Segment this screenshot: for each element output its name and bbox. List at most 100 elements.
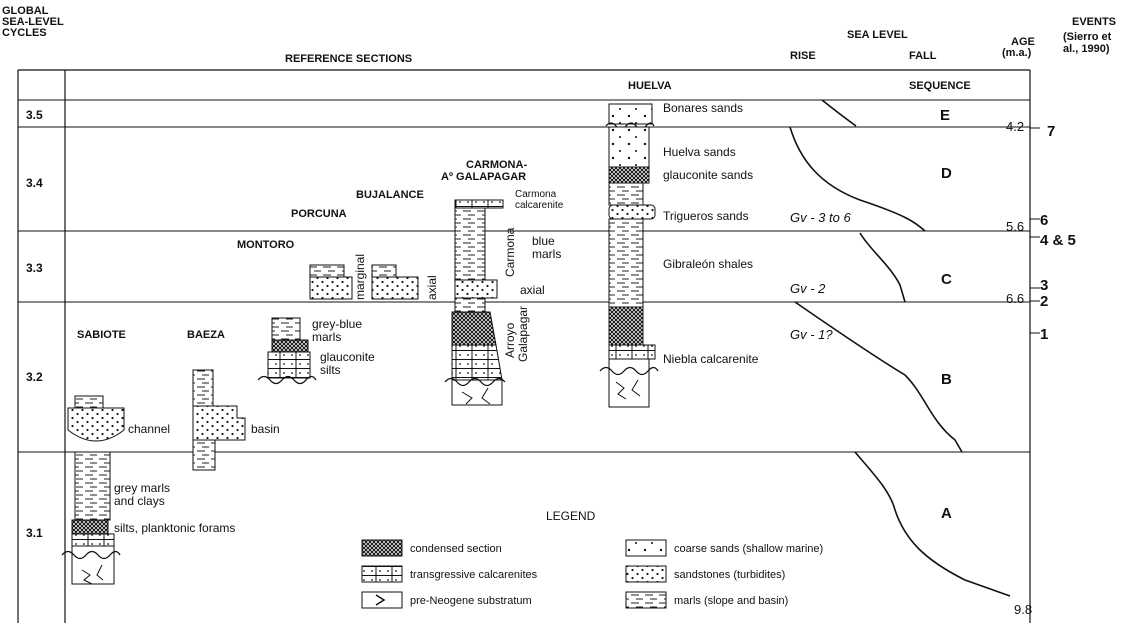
events <box>1030 127 1040 334</box>
sequence-letters: E D C B A <box>940 107 952 522</box>
header-sea-level: SEA LEVEL <box>847 29 908 41</box>
legend-item-condensed: condensed section <box>410 543 502 555</box>
label-arroyo: Arroyo <box>503 322 517 358</box>
sea-level-curve-lower <box>854 451 1011 597</box>
section-baeza: BAEZA <box>187 329 225 341</box>
column-huelva <box>599 103 659 408</box>
label-carmona-calc-1: Carmona <box>515 189 557 200</box>
column-baeza <box>192 369 246 471</box>
section-carmona-2: Aº GALAPAGAR <box>441 171 526 183</box>
event-2: 2 <box>1040 293 1048 310</box>
cycle-3-4: 3.4 <box>26 176 43 190</box>
column-bujalance <box>371 264 419 300</box>
label-basin: basin <box>251 422 280 436</box>
cycle-3-2: 3.2 <box>26 370 43 384</box>
gv-1: Gv - 1? <box>790 327 833 342</box>
header-rise: RISE <box>790 50 816 62</box>
header-fall: FALL <box>909 50 937 62</box>
column-carmona <box>444 199 506 406</box>
cycle-labels: 3.5 3.4 3.3 3.2 3.1 <box>26 108 43 540</box>
label-marginal: marginal <box>353 254 367 300</box>
legend-swatch-coarse-sands <box>625 539 667 557</box>
section-montoro: MONTORO <box>237 239 295 251</box>
legend-swatch-substratum <box>361 591 403 609</box>
label-channel: channel <box>128 422 170 436</box>
label-huelva-sands: Huelva sands <box>663 145 736 159</box>
legend-swatch-marls <box>625 591 667 609</box>
label-grey-blue-1: grey-blue <box>312 317 362 331</box>
event-7: 7 <box>1047 123 1055 140</box>
legend-item-marls: marls (slope and basin) <box>674 595 788 607</box>
event-3: 3 <box>1040 277 1048 294</box>
section-carmona-1: CARMONA- <box>466 159 527 171</box>
age-5-6: 5.6 <box>1006 219 1024 234</box>
sequence-c: C <box>941 271 952 288</box>
column-porcuna <box>309 264 353 300</box>
age-9-8: 9.8 <box>1014 602 1032 617</box>
gv-2: Gv - 2 <box>790 281 826 296</box>
section-names: SABIOTE BAEZA MONTORO PORCUNA BUJALANCE … <box>77 159 527 341</box>
sequence-d: D <box>941 165 952 182</box>
header-huelva: HUELVA <box>628 80 672 92</box>
section-porcuna: PORCUNA <box>291 208 347 220</box>
header: GLOBAL SEA-LEVEL CYCLES REFERENCE SECTIO… <box>2 5 1116 92</box>
event-4-5: 4 & 5 <box>1040 232 1076 249</box>
label-blue-marls-2: marls <box>532 247 561 261</box>
header-global-line2: SEA-LEVEL <box>2 16 64 28</box>
age-6-6: 6.6 <box>1006 291 1024 306</box>
cycle-3-3: 3.3 <box>26 261 43 275</box>
legend-swatch-condensed <box>361 539 403 557</box>
section-bujalance: BUJALANCE <box>356 189 424 201</box>
column-sabiote <box>61 395 125 585</box>
ages: 4.2 5.6 6.6 9.8 <box>1006 119 1032 617</box>
sea-level-curve-upper <box>789 99 963 453</box>
header-global-line3: CYCLES <box>2 27 47 39</box>
label-grey-marls-1: grey marls <box>114 481 170 495</box>
header-events-ref2: al., 1990) <box>1063 43 1110 55</box>
cycle-3-5: 3.5 <box>26 108 43 122</box>
label-glauconite-silts-1: glauconite <box>320 350 375 364</box>
label-grey-blue-2: marls <box>312 330 341 344</box>
section-sabiote: SABIOTE <box>77 329 126 341</box>
label-bonares: Bonares sands <box>663 101 743 115</box>
sequence-a: A <box>941 505 952 522</box>
header-events: EVENTS <box>1072 16 1116 28</box>
age-4-2: 4.2 <box>1006 119 1024 134</box>
label-glauconite-sands: glauconite sands <box>663 168 753 182</box>
legend-swatch-calcarenites <box>361 565 403 583</box>
legend-title: LEGEND <box>546 509 596 523</box>
gv-3-to-6: Gv - 3 to 6 <box>790 210 851 225</box>
event-labels: 7 6 4 & 5 3 2 1 <box>1040 123 1076 343</box>
header-reference-sections: REFERENCE SECTIONS <box>285 53 412 65</box>
label-grey-marls-2: and clays <box>114 494 165 508</box>
legend: LEGEND condensed section transgressive c… <box>361 509 823 609</box>
label-carmona-calc-2: calcarenite <box>515 200 564 211</box>
label-blue-marls-1: blue <box>532 234 555 248</box>
event-1: 1 <box>1040 326 1048 343</box>
label-carmona-vertical: Carmona <box>503 227 517 277</box>
header-age: AGE <box>1011 36 1035 48</box>
cycle-3-1: 3.1 <box>26 526 43 540</box>
header-events-ref1: (Sierro et <box>1063 31 1112 43</box>
legend-item-substratum: pre-Neogene substratum <box>410 595 532 607</box>
label-gibraleon: Gibraleón shales <box>663 257 753 271</box>
sequence-e: E <box>940 107 950 124</box>
sequence-b: B <box>941 371 952 388</box>
label-galapagar: Galapagar <box>516 306 530 362</box>
lithology-labels: channel basin grey marls and clays silts… <box>114 101 759 535</box>
label-niebla: Niebla calcarenite <box>663 352 759 366</box>
legend-swatch-sandstones <box>625 565 667 583</box>
label-trigueros: Trigueros sands <box>663 209 749 223</box>
label-axial-vertical: axial <box>425 275 439 300</box>
legend-item-sandstones: sandstones (turbidites) <box>674 569 785 581</box>
legend-item-calcarenites: transgressive calcarenites <box>410 569 538 581</box>
header-sequence: SEQUENCE <box>909 80 971 92</box>
gv-labels: Gv - 3 to 6 Gv - 2 Gv - 1? <box>790 210 851 342</box>
legend-item-coarse-sands: coarse sands (shallow marine) <box>674 543 823 555</box>
label-axial: axial <box>520 283 545 297</box>
header-age-units: (m.a.) <box>1002 47 1032 59</box>
header-global-line1: GLOBAL <box>2 5 49 17</box>
frame <box>17 69 1031 623</box>
event-6: 6 <box>1040 212 1048 229</box>
